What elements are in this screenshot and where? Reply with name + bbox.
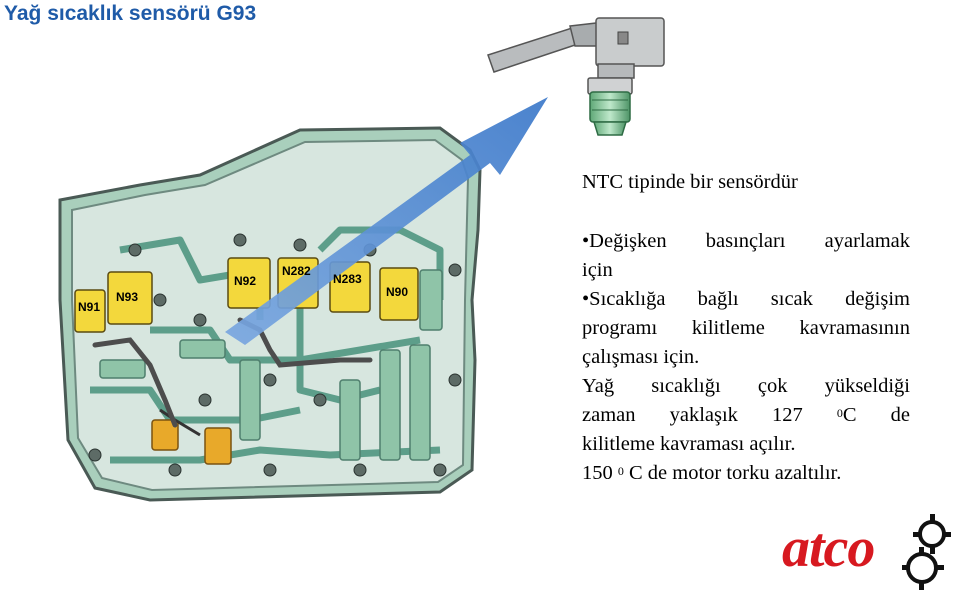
- solenoid-label-n91: N91: [78, 300, 101, 314]
- atco-logo: atco: [782, 512, 957, 597]
- temp-line3: kilitleme kavraması açılır.: [582, 433, 796, 455]
- spool-valves: [99, 269, 443, 461]
- temp-line2: zaman yaklaşık 127 0C de: [582, 401, 910, 430]
- temp-line4-post: C de motor torku azaltılır.: [629, 462, 842, 484]
- gear-icon: [902, 514, 951, 590]
- temp-line4-pre: 150: [582, 462, 613, 484]
- oil-temp-sensor-in-body: [151, 408, 232, 465]
- bullet2-line2: programı kilitleme kavramasının: [582, 317, 910, 339]
- solenoid-label-n90: N90: [386, 285, 409, 299]
- bullet1-line2: için: [582, 259, 613, 281]
- logo-text: atco: [782, 517, 875, 579]
- page-title: Yağ sıcaklık sensörü G93: [4, 2, 257, 25]
- pointer-arrow: [225, 97, 548, 345]
- bolts: [88, 233, 462, 477]
- temp-line4: 150 0 C de motor torku azaltılır.: [582, 459, 910, 488]
- solenoid-label-n282: N282: [282, 264, 311, 278]
- degree-sup-2: 0: [617, 464, 624, 478]
- sensor-enlarged: [487, 17, 665, 136]
- ntc-line: NTC tipinde bir sensördür: [582, 171, 798, 193]
- temp-line1: Yağ sıcaklığı çok yükseldiği: [582, 375, 910, 397]
- temp-line2-pre: zaman yaklaşık 127: [582, 404, 803, 426]
- description-text: NTC tipinde bir sensördür •Değişken bası…: [582, 168, 910, 488]
- solenoid-label-n93: N93: [116, 290, 139, 304]
- bullet2-line3: çalışması için.: [582, 346, 700, 368]
- bullet1-line1: •Değişken basınçları ayarlamak: [582, 230, 910, 252]
- solenoid-label-n92: N92: [234, 274, 257, 288]
- temp-line2-post: C de: [842, 404, 910, 426]
- degree-sup-1: 0: [836, 406, 843, 420]
- solenoid-label-n283: N283: [333, 272, 362, 286]
- bullet2-line1: •Sıcaklığa bağlı sıcak değişim: [582, 288, 910, 310]
